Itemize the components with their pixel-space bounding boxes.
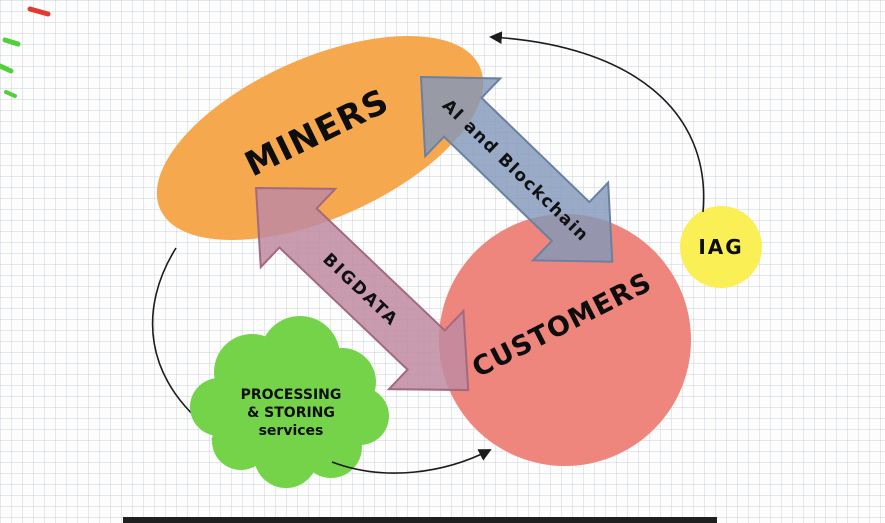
processing-cloud[interactable]: PROCESSING & STORING services: [190, 316, 389, 488]
miners-ellipse[interactable]: [128, 0, 513, 282]
processing-cloud-label-line2: & STORING: [247, 405, 335, 421]
ai-blockchain-arrow-shape[interactable]: [383, 38, 649, 300]
stray-mark-green-3: [4, 90, 17, 98]
processing-cloud-label-line1: PROCESSING: [241, 387, 342, 403]
customers-circle[interactable]: [439, 214, 691, 466]
processing-cloud-label-line3: services: [259, 423, 324, 439]
connector-customers-to-miners[interactable]: [489, 31, 705, 213]
bigdata-arrow-shape[interactable]: [219, 149, 506, 429]
stray-mark-red: [27, 6, 51, 17]
stray-mark-green-1: [2, 37, 21, 47]
stray-pen-marks: [0, 6, 51, 98]
iag-label: IAG: [698, 235, 743, 259]
connector-processing-to-customers[interactable]: [331, 449, 492, 474]
ai-blockchain-label: AI and Blockchain: [438, 96, 593, 247]
stray-mark-green-2: [0, 63, 14, 74]
bottom-edge-mark: [123, 517, 717, 523]
iag-circle[interactable]: [680, 206, 762, 288]
